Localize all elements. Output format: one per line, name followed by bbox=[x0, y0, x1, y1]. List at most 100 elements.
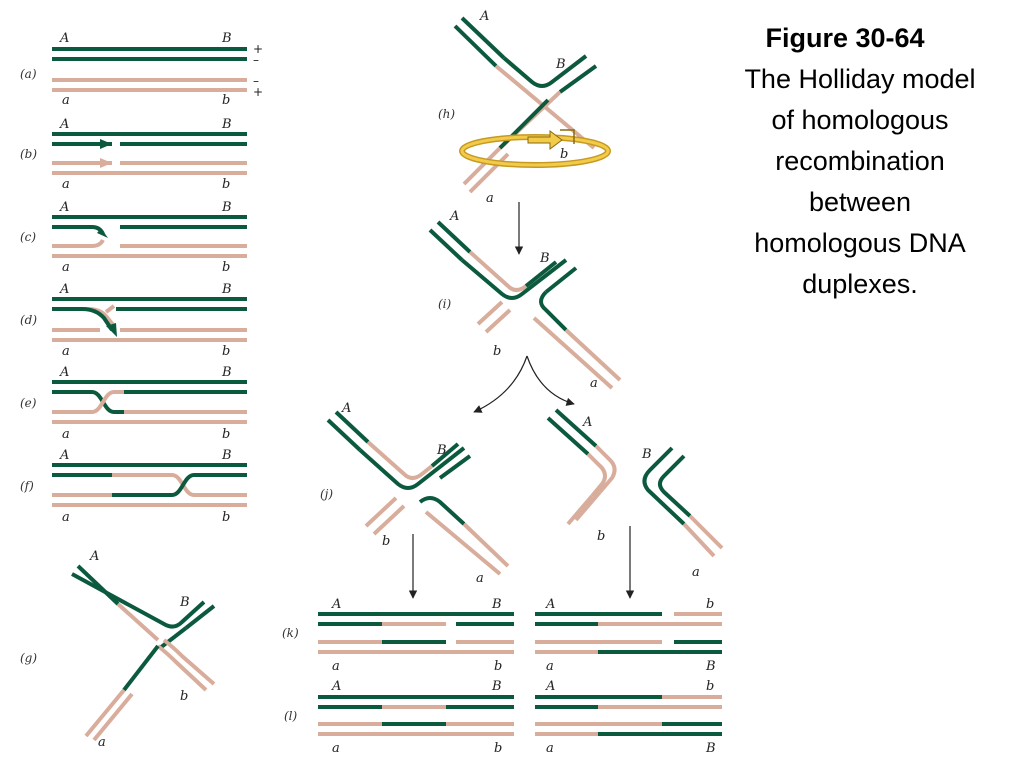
panel-label: (a) bbox=[20, 67, 37, 81]
strand-tan bbox=[484, 308, 512, 334]
rotation-arrow bbox=[560, 129, 575, 144]
strand-green bbox=[502, 54, 588, 88]
nick-arrow bbox=[97, 228, 108, 238]
label-A: A bbox=[582, 415, 592, 430]
strand-tan bbox=[52, 238, 105, 248]
panel-i: A B b a (i) bbox=[428, 209, 622, 391]
panel-label: (d) bbox=[20, 313, 37, 327]
label-a: a bbox=[476, 571, 484, 586]
arrow-i-to-j-left bbox=[473, 355, 528, 413]
nick-arrow bbox=[100, 158, 112, 168]
label-B: B bbox=[641, 447, 652, 462]
strand-tan bbox=[468, 250, 528, 292]
label-b: b bbox=[706, 597, 714, 612]
figure-title: The Holliday model of homologous recombi… bbox=[744, 64, 976, 299]
label-B: B bbox=[221, 448, 232, 463]
label-b: b bbox=[706, 679, 714, 694]
label-B: B bbox=[555, 57, 566, 72]
label-a: a bbox=[62, 177, 70, 192]
panel-e: A B a b (e) bbox=[20, 365, 247, 442]
strand-tan bbox=[158, 626, 188, 650]
strand-tan bbox=[372, 504, 406, 536]
strand-tan bbox=[418, 496, 466, 526]
polarity-minus: – bbox=[253, 53, 259, 67]
strand-green bbox=[184, 604, 216, 630]
label-a: a bbox=[62, 260, 70, 275]
strand-green bbox=[460, 16, 506, 60]
label-a: a bbox=[486, 191, 494, 206]
strand-green bbox=[642, 446, 686, 526]
rotation-arrow bbox=[527, 130, 563, 150]
label-a: a bbox=[98, 735, 106, 750]
strand-green bbox=[554, 408, 598, 448]
panel-label: (h) bbox=[438, 107, 455, 121]
label-b: b bbox=[222, 344, 230, 359]
panel-k-left: A B a b (k) bbox=[282, 597, 514, 674]
label-B: B bbox=[221, 365, 232, 380]
strand-green bbox=[436, 220, 472, 254]
strand-tan bbox=[586, 452, 607, 498]
strand-tan bbox=[476, 300, 504, 326]
nick-arrow bbox=[106, 323, 117, 337]
label-a: a bbox=[62, 93, 70, 108]
panel-f: A B a b (f) bbox=[20, 448, 247, 525]
panel-g: A B b a (g) bbox=[20, 549, 216, 750]
panel-d: A B a b (d) bbox=[20, 282, 247, 359]
strand-tan bbox=[564, 328, 622, 382]
label-A: A bbox=[545, 597, 555, 612]
panel-label: (l) bbox=[284, 709, 298, 723]
panel-label: (e) bbox=[20, 396, 37, 410]
panel-k-right: A b a B bbox=[535, 597, 722, 674]
strand-tan bbox=[162, 638, 216, 686]
label-A: A bbox=[89, 549, 99, 564]
label-b: b bbox=[494, 659, 502, 674]
label-B: B bbox=[491, 679, 502, 694]
label-B: B bbox=[436, 443, 447, 458]
label-a: a bbox=[62, 427, 70, 442]
strand-green bbox=[438, 454, 472, 480]
strand-green bbox=[52, 390, 124, 414]
strand-tan bbox=[682, 522, 716, 558]
strand-tan bbox=[84, 688, 126, 738]
polarity-plus: + bbox=[253, 85, 263, 99]
label-b: b bbox=[222, 427, 230, 442]
panel-h: A B b a (h) bbox=[438, 9, 611, 206]
polarity-plus: + bbox=[253, 42, 263, 56]
strand-green bbox=[326, 418, 362, 452]
label-A: A bbox=[59, 282, 69, 297]
strand-tan bbox=[468, 152, 510, 194]
label-B: B bbox=[221, 200, 232, 215]
label-b: b bbox=[222, 177, 230, 192]
panel-l-right: A b a B bbox=[535, 679, 722, 756]
strand-tan bbox=[364, 496, 398, 528]
arrow-i-to-j-right bbox=[526, 355, 575, 406]
strand-green bbox=[428, 228, 464, 262]
strand-tan bbox=[574, 490, 602, 522]
figure-number: Figure 30-64 bbox=[765, 23, 925, 53]
label-b: b bbox=[180, 689, 188, 704]
strand-green bbox=[334, 410, 370, 444]
label-a: a bbox=[546, 659, 554, 674]
label-B: B bbox=[221, 117, 232, 132]
strand-tan bbox=[366, 440, 434, 480]
strand-green bbox=[558, 64, 598, 94]
strand-tan bbox=[116, 602, 160, 642]
panel-label: (g) bbox=[20, 651, 37, 665]
label-A: A bbox=[59, 448, 69, 463]
label-A: A bbox=[59, 117, 69, 132]
label-B: B bbox=[221, 282, 232, 297]
label-B: B bbox=[705, 741, 716, 756]
strand-green bbox=[71, 572, 206, 629]
label-a: a bbox=[332, 659, 340, 674]
panel-label: (k) bbox=[282, 626, 299, 640]
panel-l-left: A B a b (l) bbox=[284, 679, 514, 756]
strand-tan bbox=[52, 390, 124, 414]
strand-tan bbox=[539, 290, 568, 332]
strand-tan bbox=[92, 692, 134, 742]
label-A: A bbox=[545, 679, 555, 694]
label-A: A bbox=[59, 365, 69, 380]
label-B: B bbox=[705, 659, 716, 674]
strand-green bbox=[430, 442, 460, 468]
label-B: B bbox=[221, 31, 232, 46]
strand-green bbox=[52, 307, 114, 332]
